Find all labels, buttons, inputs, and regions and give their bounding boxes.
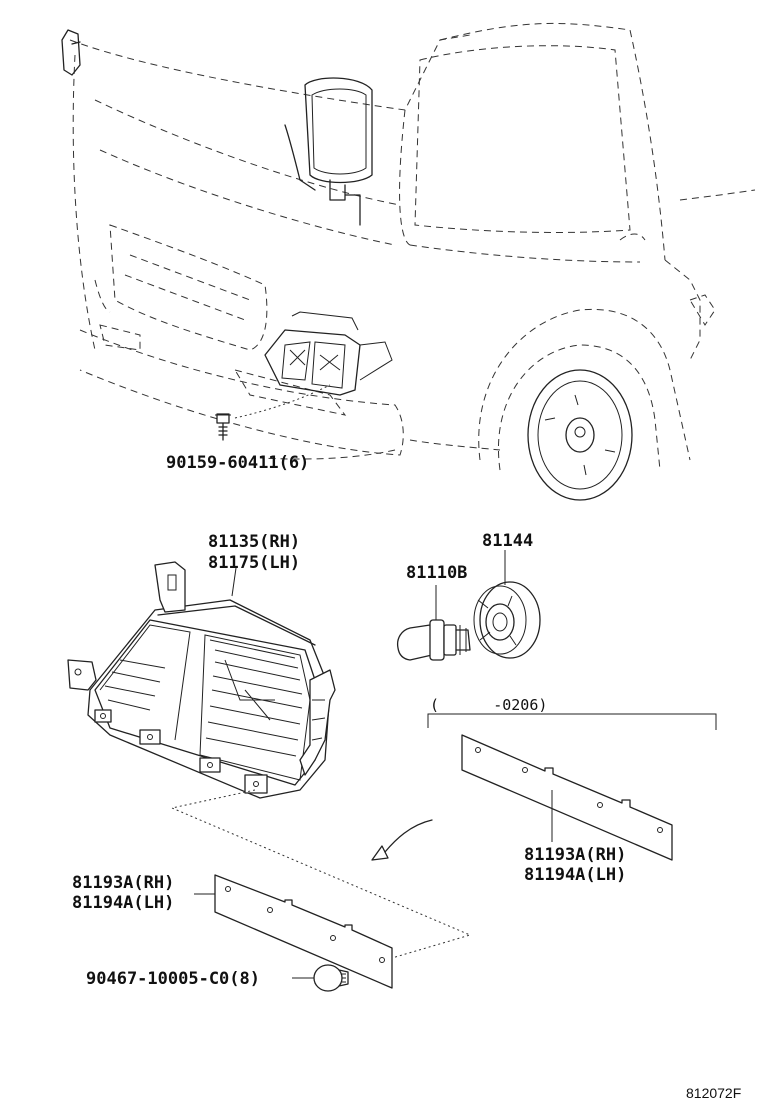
mount-bracket-left (214, 874, 393, 989)
leader-headlamp (231, 567, 237, 597)
label-headlamp-lh: 81175(LH) (208, 553, 300, 573)
label-bulb: 81110B (406, 563, 467, 583)
label-bracket-left-rh: 81193A(RH) (72, 873, 174, 893)
label-socket: 81144 (482, 531, 533, 551)
date-range-bracket (427, 713, 717, 730)
headlamp-unit (67, 561, 336, 799)
mount-bracket-right (461, 734, 673, 861)
bulb-part (396, 585, 471, 661)
label-bracket-left-lh: 81194A(LH) (72, 893, 174, 913)
label-bracket-right-lh: 81194A(LH) (524, 865, 626, 885)
screw-part (215, 413, 231, 441)
label-bracket-right-rh: 81193A(RH) (524, 845, 626, 865)
label-screw: 90159-60411(6) (166, 453, 309, 473)
diagram-ref-code: 812072F (686, 1085, 741, 1101)
mount-arrow (371, 819, 433, 861)
clip-part (313, 964, 349, 992)
label-clip: 90467-10005-C0(8) (86, 969, 260, 989)
dashed-mount-guide (170, 789, 472, 959)
label-date-range: ( -0206) (430, 696, 547, 714)
socket-part (473, 550, 541, 659)
label-headlamp-rh: 81135(RH) (208, 532, 300, 552)
truck-illustration (61, 22, 756, 501)
